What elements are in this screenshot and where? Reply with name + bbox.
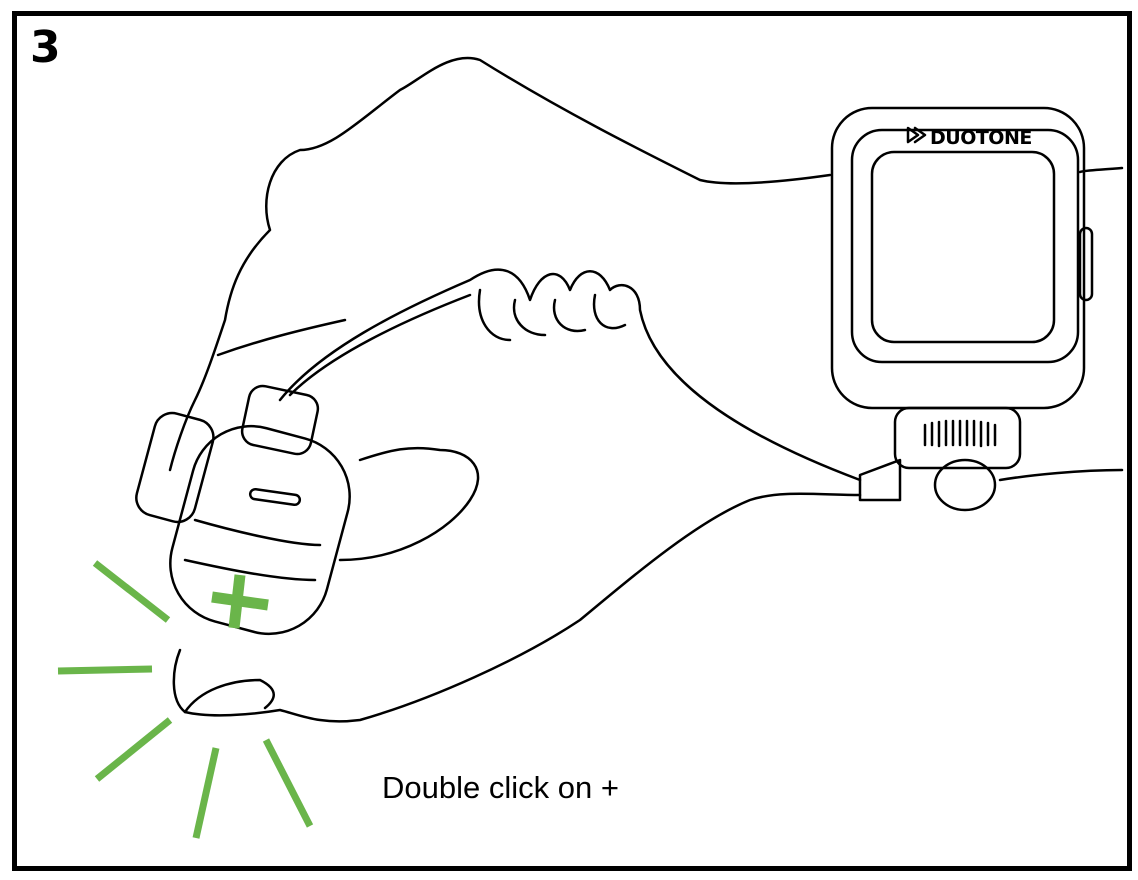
watch-side-button bbox=[1078, 226, 1094, 302]
click-rays-icon bbox=[57, 560, 314, 839]
cable-coils bbox=[477, 288, 627, 342]
remote-bands bbox=[183, 518, 322, 582]
knuckle-line bbox=[216, 318, 347, 357]
strap bbox=[858, 458, 902, 502]
thumb bbox=[183, 678, 275, 714]
frame-border bbox=[12, 11, 1132, 871]
instruction-caption: Double click on + bbox=[382, 770, 619, 805]
plus-button-icon bbox=[211, 574, 269, 629]
hand-outline bbox=[168, 56, 1124, 723]
duotone-logo-icon bbox=[906, 126, 927, 144]
remote-clip bbox=[135, 411, 215, 524]
mount-grip bbox=[923, 419, 997, 448]
cable bbox=[278, 268, 862, 482]
watch-mount bbox=[893, 406, 1022, 470]
step-number: 3 bbox=[30, 22, 61, 73]
remote-body bbox=[169, 424, 351, 636]
finger bbox=[338, 446, 480, 562]
watch-bezel bbox=[850, 128, 1080, 364]
remote-top bbox=[240, 384, 320, 456]
remote-slot bbox=[248, 487, 302, 507]
watch-brand-logo: DUOTONE bbox=[930, 127, 1032, 149]
watch-screen bbox=[870, 150, 1056, 344]
mount-knob bbox=[933, 458, 997, 512]
